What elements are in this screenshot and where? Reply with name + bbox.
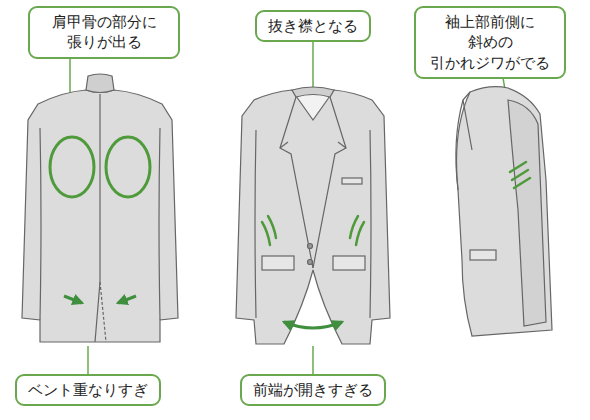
wrinkle-mark <box>268 216 276 238</box>
chest-pocket <box>342 178 362 184</box>
overlap-arrow <box>118 296 136 303</box>
wrinkle-mark <box>514 178 530 188</box>
tension-ellipse <box>106 137 150 197</box>
jacket-body <box>457 87 553 336</box>
lapel-notch <box>338 142 346 148</box>
jacket-body <box>236 90 390 344</box>
sleeve-seam <box>159 128 160 320</box>
callout-text: 前端が開きすぎる <box>253 380 373 400</box>
wrinkle-mark <box>512 170 528 180</box>
tension-marks <box>50 137 150 197</box>
opening-arrow <box>284 322 342 328</box>
jacket-collar <box>292 87 334 97</box>
pocket-flap <box>333 256 365 270</box>
button <box>308 244 313 249</box>
callout-box: ベント重なりすぎ <box>15 374 161 406</box>
wrinkle-mark <box>356 222 364 245</box>
front-edge <box>456 100 463 190</box>
callout-box: 袖上部前側に 斜めの 引かれジワがでる <box>414 6 566 79</box>
lapel-edge <box>280 97 313 268</box>
shirt-front <box>296 94 330 120</box>
center-seam <box>99 94 100 282</box>
vent-line <box>95 282 100 342</box>
jacket-back-view <box>22 74 178 342</box>
lapel-notch <box>280 142 288 148</box>
jacket-collar <box>86 74 114 93</box>
sleeve-seam <box>370 130 371 318</box>
vent-arrows <box>64 296 136 303</box>
overlap-arrow <box>64 296 82 303</box>
leader-line <box>312 34 314 90</box>
lapel-edge <box>463 92 472 150</box>
callout-text: 袖上部前側に 斜めの 引かれジワがでる <box>427 12 553 73</box>
jacket-sleeve <box>508 100 546 326</box>
sleeve-seam <box>255 130 256 318</box>
pocket-flap <box>262 256 294 270</box>
pocket-flap <box>470 250 496 260</box>
wrinkle-mark <box>350 216 358 238</box>
jacket-side-view <box>456 87 552 336</box>
jacket-body <box>22 90 178 342</box>
wrinkle-mark <box>262 222 270 245</box>
vent-line <box>100 282 106 342</box>
callout-box: 前端が開きすぎる <box>240 374 386 406</box>
jacket-front-view <box>236 87 390 344</box>
wrinkle-marks <box>262 216 364 245</box>
button <box>308 260 313 265</box>
sleeve-seam <box>40 128 41 320</box>
callout-box: 肩甲骨の部分に 張りが出る <box>28 6 180 59</box>
callout-text: 抜き襟となる <box>268 16 358 36</box>
wrinkle-marks <box>510 162 530 188</box>
callout-text: 肩甲骨の部分に 張りが出る <box>41 12 167 53</box>
callout-text: ベント重なりすぎ <box>28 380 148 400</box>
lapel-edge <box>313 97 346 268</box>
wrinkle-mark <box>510 162 526 172</box>
tension-ellipse <box>50 137 94 197</box>
callout-box: 抜き襟となる <box>255 10 371 42</box>
